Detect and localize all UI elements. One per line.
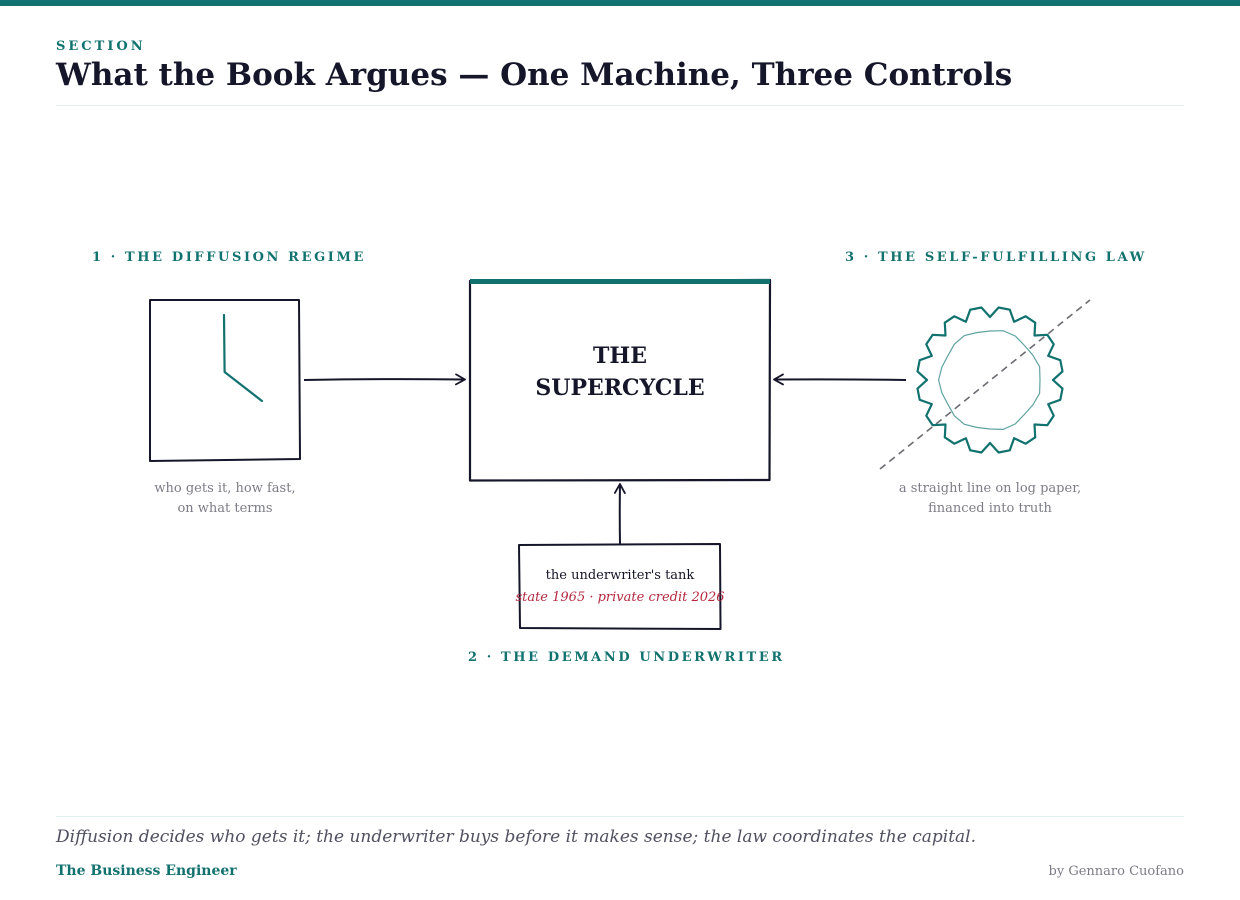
section-eyebrow: SECTION (56, 39, 146, 54)
diffusion-caption-line-1: who gets it, how fast, (154, 481, 296, 496)
brand-name: The Business Engineer (56, 863, 237, 879)
top-accent-bar (0, 0, 1240, 6)
gear-icon (879, 299, 1091, 470)
control-label-law: 3 · THE SELF-FULFILLING LAW (845, 250, 1147, 265)
author-byline: by Gennaro Cuofano (1048, 864, 1184, 879)
supercycle-title: THE SUPERCYCLE (470, 340, 770, 404)
diffusion-caption: who gets it, how fast, on what terms (105, 479, 345, 519)
control-label-underwriter: 2 · THE DEMAND UNDERWRITER (468, 650, 785, 665)
tank-text: the underwriter's tank state 1965 · priv… (512, 566, 728, 610)
arrow-law-to-center (773, 373, 907, 386)
clock-icon (149, 299, 301, 462)
law-caption-line-2: financed into truth (928, 501, 1052, 516)
law-caption-line-1: a straight line on log paper, (898, 481, 1082, 496)
law-caption: a straight line on log paper, financed i… (870, 479, 1110, 519)
arrow-diffusion-to-center (303, 373, 466, 386)
supercycle-box (468, 278, 772, 482)
tank-title: the underwriter's tank (545, 568, 695, 583)
tank-icon (518, 543, 722, 630)
footer-divider (56, 816, 1184, 817)
tank-subtitle: state 1965 · private credit 2026 (515, 590, 725, 605)
header-divider (56, 105, 1184, 106)
supercycle-title-line-1: THE (593, 343, 647, 369)
diffusion-caption-line-2: on what terms (177, 501, 273, 516)
page-title: What the Book Argues — One Machine, Thre… (56, 57, 1013, 93)
supercycle-title-line-2: SUPERCYCLE (535, 375, 705, 401)
control-label-diffusion: 1 · THE DIFFUSION REGIME (92, 250, 366, 265)
footer-tagline: Diffusion decides who gets it; the under… (56, 827, 977, 847)
